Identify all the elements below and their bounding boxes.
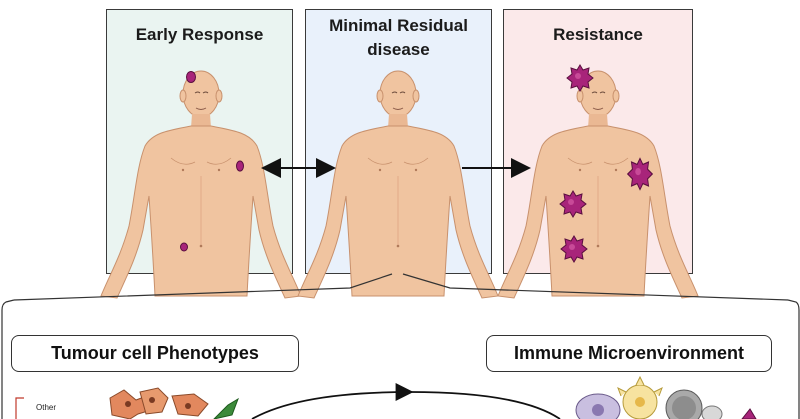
- tumour-spiky: [560, 235, 588, 263]
- panel-title-line-1: Minimal Residual: [329, 16, 468, 35]
- tumour-spot: [186, 71, 196, 83]
- immune-microenvironment-label: Immune Microenvironment: [486, 335, 772, 372]
- tumour-cell-phenotypes-label: Tumour cell Phenotypes: [11, 335, 299, 372]
- curved-arrow: [251, 383, 414, 419]
- expansion-lines: [13, 273, 789, 301]
- human-figure-early: [100, 70, 302, 299]
- panel-title-line-2: disease: [367, 40, 430, 59]
- tumour-spiky: [627, 157, 653, 191]
- bottom-bracket: [1, 299, 800, 419]
- tumour-spot: [180, 242, 188, 252]
- tumour-cells-cluster: [109, 387, 239, 419]
- tumour-spiky: [566, 64, 594, 92]
- tumour-spiky: [559, 190, 587, 218]
- immune-cells-cluster: [575, 375, 757, 419]
- panel-title: Resistance: [553, 25, 643, 44]
- other-label: Other: [36, 403, 57, 412]
- human-figure-mrd: [297, 70, 499, 299]
- human-figure-resistance: [497, 70, 699, 299]
- tumour-spot: [236, 160, 244, 172]
- panel-title: Early Response: [135, 25, 264, 44]
